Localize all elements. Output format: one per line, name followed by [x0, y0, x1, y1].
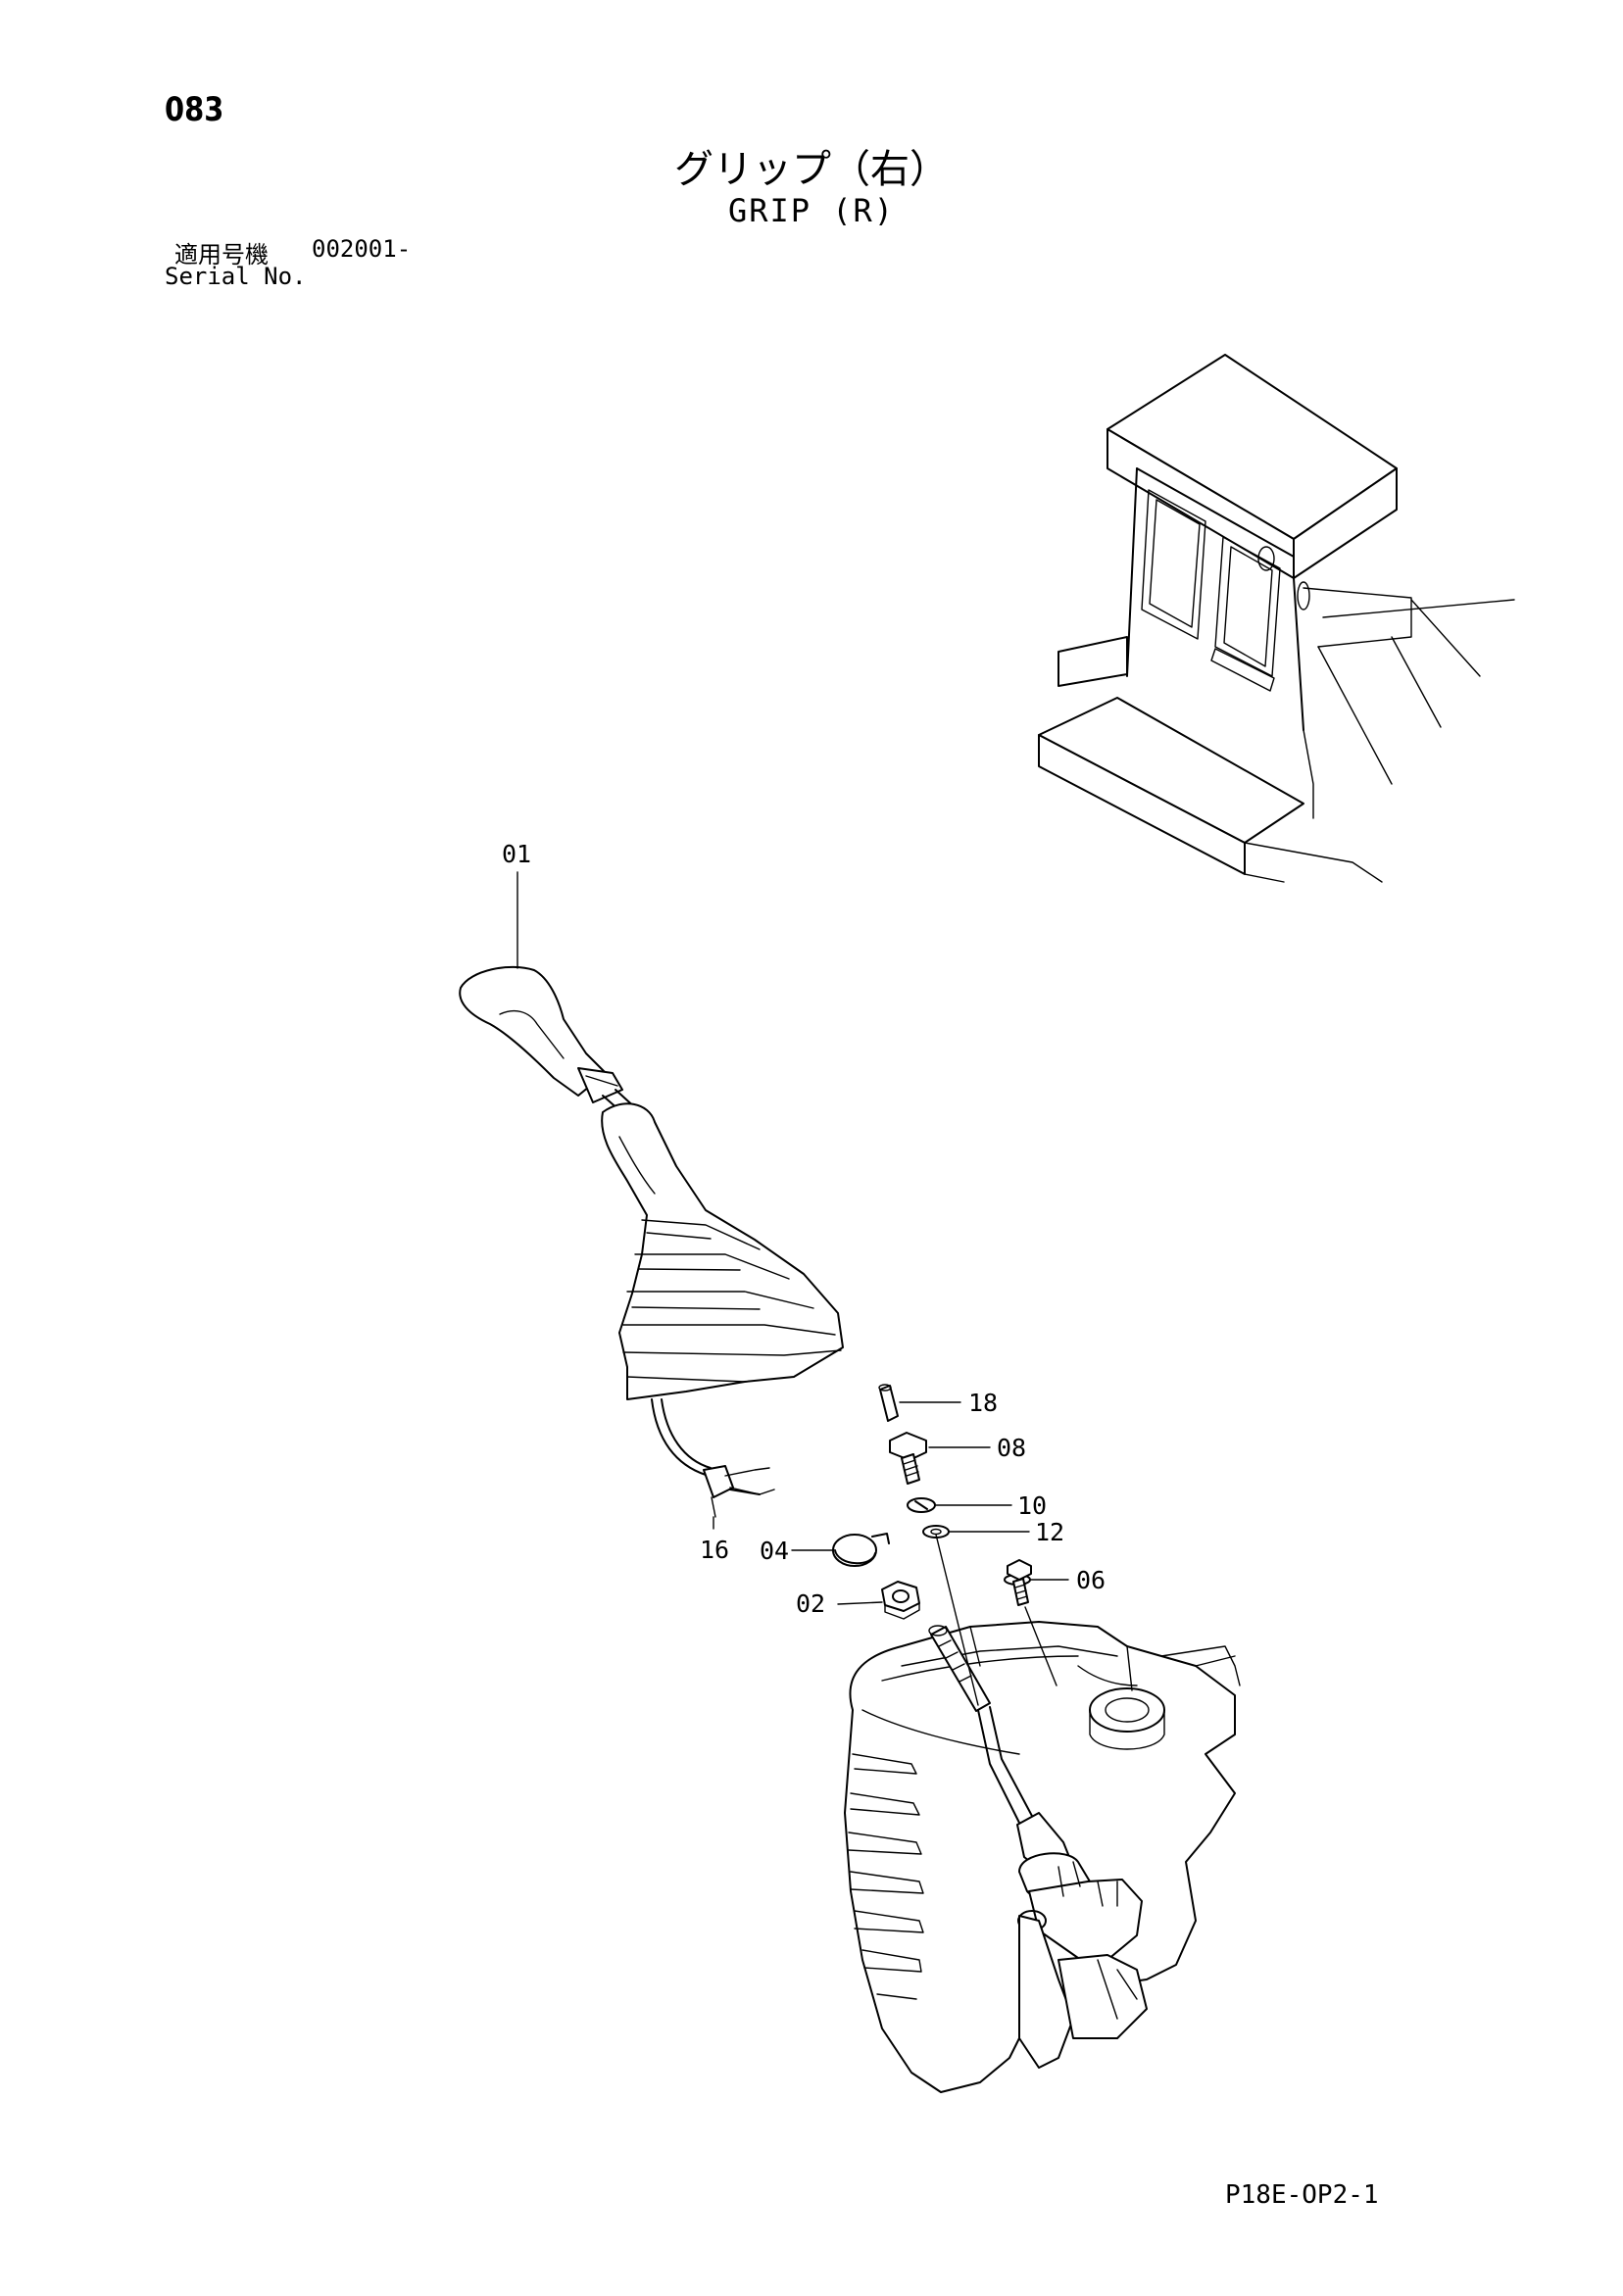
grip-lever-assembly [459, 965, 844, 1518]
leader-lines [516, 871, 1069, 1706]
part-label-01: 01 [502, 840, 531, 868]
serial-label-english: Serial No. [165, 263, 307, 290]
part-label-02: 02 [796, 1589, 825, 1618]
part-label-10: 10 [1017, 1491, 1047, 1520]
part-label-18: 18 [968, 1389, 998, 1417]
part-label-12: 12 [1035, 1518, 1064, 1546]
machine-cab-locator [1038, 354, 1515, 883]
page-number: 083 [165, 90, 224, 129]
title-japanese: グリップ（右） [674, 147, 949, 192]
small-parts [832, 1384, 1032, 1620]
title-english: GRIP (R) [727, 192, 896, 229]
part-labels: 01 02 04 06 08 10 12 16 18 [502, 840, 1106, 1618]
part-label-16: 16 [700, 1536, 729, 1564]
part-label-04: 04 [760, 1537, 789, 1565]
serial-number-value: 002001- [312, 235, 412, 263]
serial-label-japanese: 適用号機 [174, 241, 269, 269]
drawing-code: P18E-OP2-1 [1225, 2180, 1379, 2210]
control-valve-base [844, 1621, 1241, 2093]
part-label-06: 06 [1076, 1566, 1106, 1594]
part-label-08: 08 [997, 1434, 1026, 1462]
